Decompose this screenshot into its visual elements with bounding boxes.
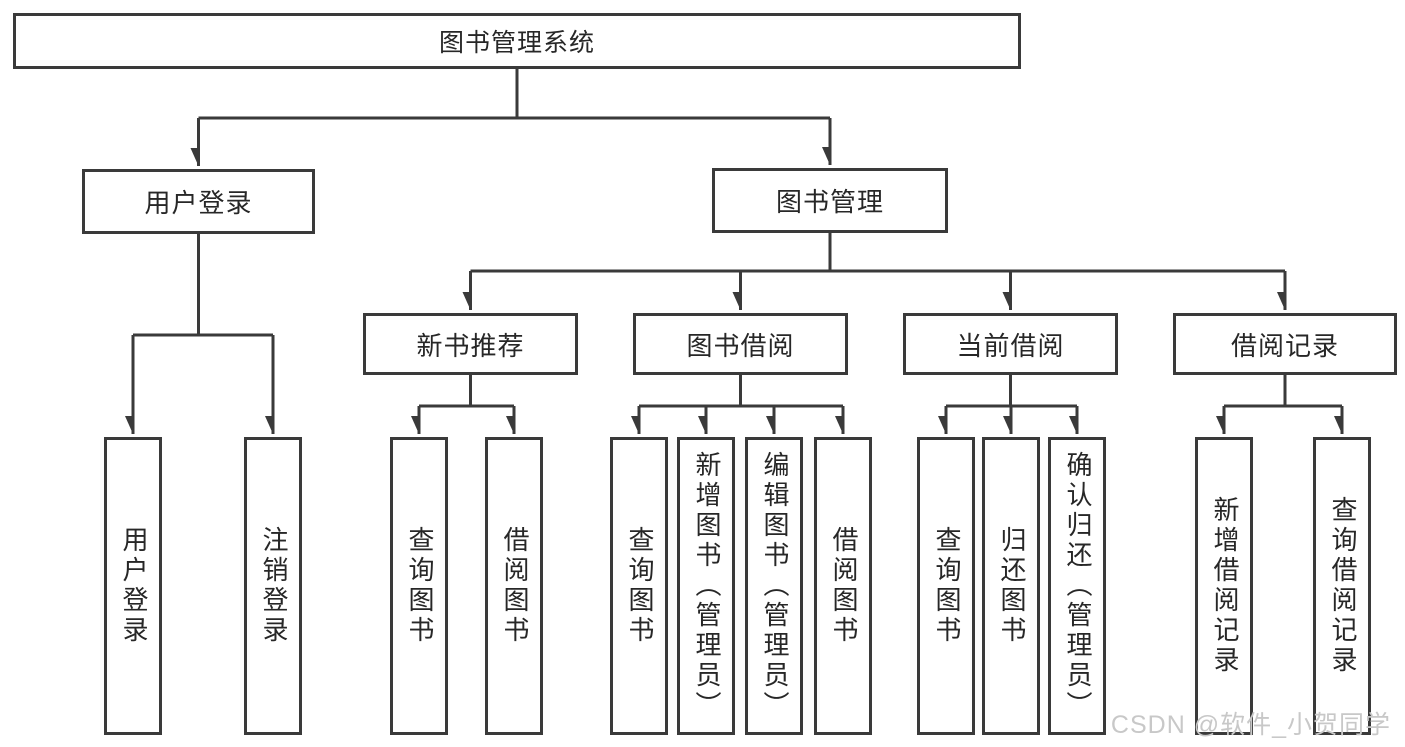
node-label: 查询图书 — [931, 526, 962, 646]
leaf-confirm-return-admin: 确认归还（管理员） — [1048, 437, 1106, 735]
node-label: 用户登录 — [144, 188, 253, 218]
leaf-add-borrow-record: 新增借阅记录 — [1195, 437, 1253, 735]
node-label: 图书管理系统 — [438, 29, 595, 57]
node-book-borrow: 图书借阅 — [633, 313, 848, 375]
node-label: 用户登录 — [118, 526, 149, 646]
node-label: 查询图书 — [624, 526, 655, 646]
node-label: 新书推荐 — [416, 330, 525, 361]
node-label: 当前借阅 — [956, 330, 1065, 361]
leaf-logout: 注销登录 — [244, 437, 302, 735]
leaf-borrow-books: 借阅图书 — [814, 437, 872, 735]
node-current-borrow: 当前借阅 — [903, 313, 1118, 375]
leaf-query-books-recommend: 查询图书 — [390, 437, 448, 735]
node-label: 图书管理 — [775, 187, 884, 217]
node-label: 借阅图书 — [828, 526, 859, 646]
leaf-query-books-borrow: 查询图书 — [610, 437, 668, 735]
csdn-watermark: CSDN @软件_小贺同学 — [1110, 711, 1391, 739]
node-user-login: 用户登录 — [82, 169, 315, 234]
node-book-management: 图书管理 — [712, 168, 948, 233]
node-label: 借阅记录 — [1230, 330, 1339, 361]
node-label: 注销登录 — [258, 526, 289, 646]
node-library-management-system: 图书管理系统 — [13, 13, 1021, 69]
node-label: 编辑图书（管理员） — [759, 451, 790, 721]
node-label: 图书借阅 — [686, 330, 795, 361]
leaf-query-borrow-record: 查询借阅记录 — [1313, 437, 1371, 735]
node-label: 归还图书 — [996, 526, 1027, 646]
leaf-query-books-current: 查询图书 — [917, 437, 975, 735]
node-borrow-records: 借阅记录 — [1173, 313, 1397, 375]
leaf-user-login: 用户登录 — [104, 437, 162, 735]
node-label: 查询图书 — [404, 526, 435, 646]
leaf-add-books-admin: 新增图书（管理员） — [677, 437, 735, 735]
node-label: 新增借阅记录 — [1209, 496, 1240, 676]
node-label: 确认归还（管理员） — [1062, 451, 1093, 721]
node-new-book-recommend: 新书推荐 — [363, 313, 578, 375]
leaf-edit-books-admin: 编辑图书（管理员） — [745, 437, 803, 735]
node-label: 借阅图书 — [499, 526, 530, 646]
node-label: 查询借阅记录 — [1327, 496, 1358, 676]
node-label: 新增图书（管理员） — [691, 451, 722, 721]
leaf-return-books: 归还图书 — [982, 437, 1040, 735]
leaf-borrow-books-recommend: 借阅图书 — [485, 437, 543, 735]
